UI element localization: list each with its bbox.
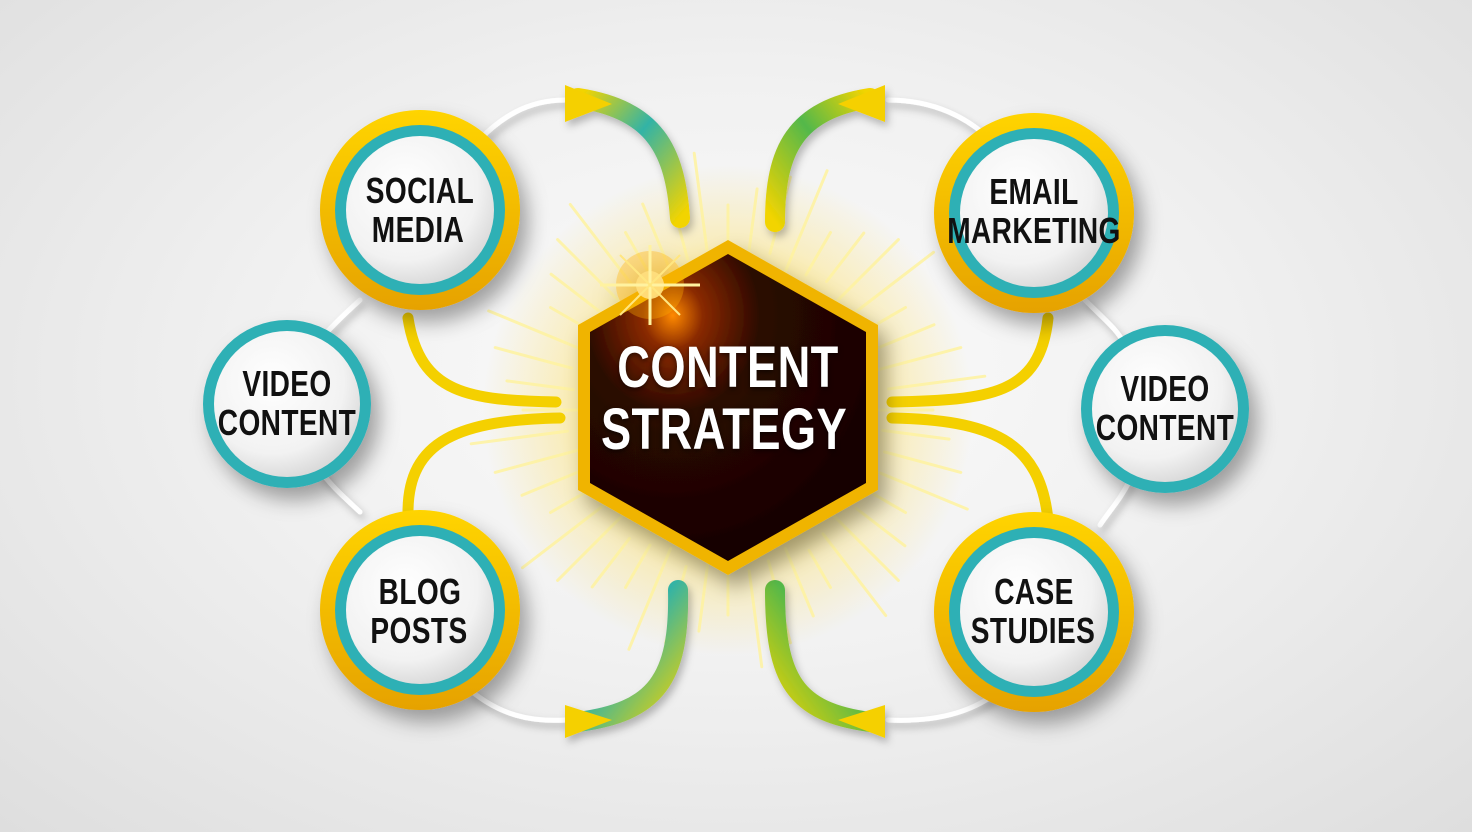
yellow-connectors bbox=[402, 312, 1054, 526]
node-blog-posts[interactable] bbox=[320, 510, 520, 710]
hub-hexagon-face bbox=[590, 254, 866, 561]
hub-ray bbox=[747, 569, 764, 669]
curved-arrow-connector bbox=[565, 85, 885, 738]
hub-ray bbox=[881, 428, 951, 441]
connector-email-to-hub bbox=[886, 312, 1054, 408]
arrow-top-right bbox=[765, 85, 885, 232]
hub-ray bbox=[804, 231, 832, 277]
hub-ray bbox=[697, 563, 710, 633]
hub-ray bbox=[505, 379, 575, 392]
node-video-content-right[interactable] bbox=[1081, 325, 1249, 493]
hub-ray bbox=[549, 489, 590, 514]
node-social-media[interactable] bbox=[320, 110, 520, 310]
hub-ray bbox=[692, 151, 709, 251]
hub-ray bbox=[821, 532, 888, 617]
node-email-marketing[interactable] bbox=[934, 113, 1134, 313]
link-email-to-video-right bbox=[1082, 297, 1128, 348]
sparkle-icon bbox=[600, 245, 700, 325]
node-case-studies[interactable] bbox=[934, 512, 1134, 712]
hub-ray bbox=[493, 346, 573, 370]
hub-ray bbox=[627, 547, 673, 651]
arrow-bottom-left bbox=[565, 580, 689, 738]
hub-ray bbox=[832, 238, 900, 306]
hub-ray bbox=[783, 547, 815, 618]
hub-ray bbox=[855, 507, 907, 548]
hub-ray bbox=[624, 543, 652, 589]
link-video-right-to-case bbox=[1097, 477, 1133, 528]
hub-ray bbox=[832, 514, 900, 582]
hub-ray bbox=[487, 309, 591, 355]
hub-ray bbox=[549, 272, 601, 313]
hub-ray bbox=[865, 465, 969, 511]
hub-ray bbox=[850, 250, 935, 317]
connector-case-to-hub bbox=[886, 412, 1054, 526]
hub-ray bbox=[883, 450, 963, 474]
hub-ray bbox=[746, 187, 759, 257]
hub-ray bbox=[783, 169, 829, 273]
link-blog-to-bottom-left-arrow bbox=[467, 687, 568, 723]
hub-ray bbox=[877, 346, 963, 372]
arrow-bottom-right bbox=[765, 580, 885, 738]
connector-social-to-hub bbox=[402, 312, 562, 408]
hub-ray bbox=[590, 537, 631, 589]
hub-ray bbox=[887, 374, 987, 391]
hub-ray bbox=[521, 503, 606, 570]
hub-ray bbox=[807, 548, 832, 589]
hub-ray bbox=[556, 238, 624, 306]
hub-ray bbox=[469, 429, 569, 446]
connector-blog-to-hub bbox=[402, 412, 566, 518]
hub-ray bbox=[556, 514, 624, 582]
node-video-content-left[interactable] bbox=[203, 320, 371, 488]
arrow-top-left bbox=[565, 85, 690, 228]
content-strategy-hub[interactable] bbox=[578, 240, 878, 575]
hub-ray bbox=[493, 448, 579, 474]
hub-ray bbox=[825, 231, 866, 283]
